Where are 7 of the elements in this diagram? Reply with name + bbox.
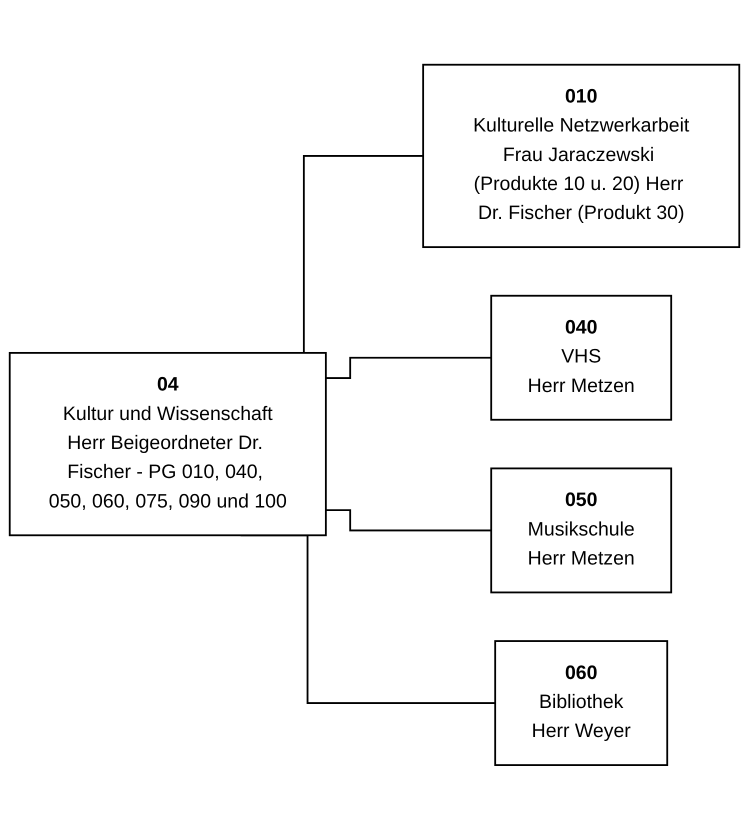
connector bbox=[326, 356, 492, 380]
node-box: 060 Bibliothek Herr Weyer bbox=[494, 640, 668, 766]
node-box: 040 VHS Herr Metzen bbox=[490, 294, 672, 421]
node-box: 04 Kultur und Wissenschaft Herr Beigeordneter Dr. Fischer - PG 010, 040, 050, 060, 075, 090 und 100 bbox=[8, 352, 327, 536]
connector bbox=[326, 509, 492, 532]
node-box: 050 Musikschule Herr Metzen bbox=[490, 468, 672, 594]
node-box: 010 Kulturelle Netzwerkarbeit Frau Jaraczewski (Produkte 10 u. 20) Herr Dr. Fischer (Produkt 30) bbox=[422, 64, 740, 248]
